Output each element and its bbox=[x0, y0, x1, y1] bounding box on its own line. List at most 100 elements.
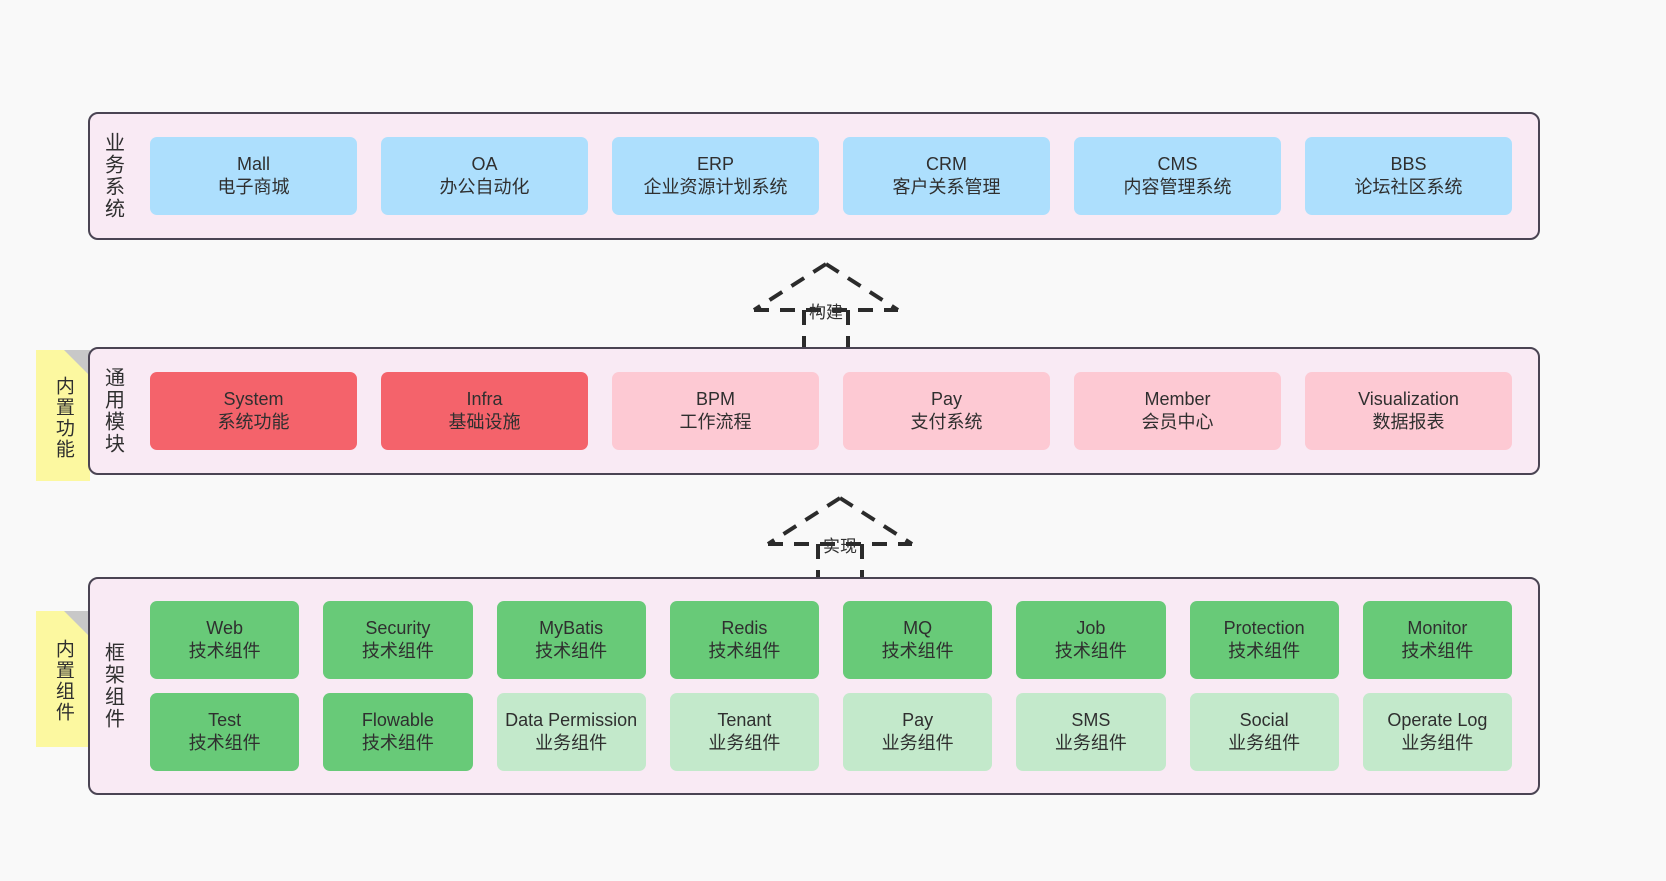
card-tenant[interactable]: Tenant 业务组件 bbox=[669, 693, 819, 771]
card-subtitle: 电子商城 bbox=[217, 177, 290, 197]
card-title: MQ bbox=[903, 617, 933, 638]
card-oa[interactable]: OA 办公自动化 bbox=[381, 137, 588, 215]
card-title: BPM bbox=[695, 388, 735, 409]
card-title: CRM bbox=[926, 153, 967, 174]
framework-row-technical: Web 技术组件 Security 技术组件 MyBatis 技术组件 Redi… bbox=[138, 601, 1524, 679]
card-mq[interactable]: MQ 技术组件 bbox=[843, 601, 993, 679]
sticky-note-builtin-components: 内置组件 bbox=[36, 611, 90, 747]
card-subtitle: 系统功能 bbox=[217, 412, 290, 432]
card-test[interactable]: Test 技术组件 bbox=[150, 693, 300, 771]
layer-business-systems: 业务系统 Mall 电子商城 OA 办公自动化 ERP 企业资源计划系统 CRM… bbox=[88, 112, 1540, 240]
card-sms[interactable]: SMS 业务组件 bbox=[1016, 693, 1166, 771]
card-subtitle: 工作流程 bbox=[679, 412, 752, 432]
connector-implement-arrow: 实现 bbox=[760, 492, 920, 584]
card-title: ERP bbox=[696, 153, 734, 174]
layer-title-framework-components: 框架组件 bbox=[101, 642, 124, 730]
card-infra[interactable]: Infra 基础设施 bbox=[381, 372, 588, 450]
card-social[interactable]: Social 业务组件 bbox=[1189, 693, 1339, 771]
card-subtitle: 支付系统 bbox=[910, 412, 983, 432]
card-cms[interactable]: CMS 内容管理系统 bbox=[1074, 137, 1281, 215]
card-bpm[interactable]: BPM 工作流程 bbox=[612, 372, 819, 450]
card-title: Security bbox=[365, 617, 431, 638]
card-redis[interactable]: Redis 技术组件 bbox=[669, 601, 819, 679]
card-title: Protection bbox=[1223, 617, 1305, 638]
card-security[interactable]: Security 技术组件 bbox=[323, 601, 473, 679]
note-fold-corner-icon bbox=[64, 350, 90, 376]
card-mybatis[interactable]: MyBatis 技术组件 bbox=[496, 601, 646, 679]
card-member[interactable]: Member 会员中心 bbox=[1074, 372, 1281, 450]
card-title: Data Permission bbox=[505, 709, 638, 730]
layer-body-common-modules: System 系统功能 Infra 基础设施 BPM 工作流程 Pay 支付系统… bbox=[134, 349, 1538, 473]
card-subtitle: 技术组件 bbox=[881, 641, 954, 661]
card-title: Test bbox=[208, 709, 242, 730]
card-subtitle: 技术组件 bbox=[188, 733, 261, 753]
card-flowable[interactable]: Flowable 技术组件 bbox=[323, 693, 473, 771]
card-title: Operate Log bbox=[1387, 709, 1488, 730]
card-operate-log[interactable]: Operate Log 业务组件 bbox=[1362, 693, 1512, 771]
connector-build-label: 构建 bbox=[809, 303, 843, 322]
card-subtitle: 技术组件 bbox=[1401, 641, 1474, 661]
card-title: Mall bbox=[236, 153, 270, 174]
card-title: System bbox=[223, 388, 284, 409]
card-subtitle: 内容管理系统 bbox=[1123, 177, 1232, 197]
card-protection[interactable]: Protection 技术组件 bbox=[1189, 601, 1339, 679]
card-pay[interactable]: Pay 支付系统 bbox=[843, 372, 1050, 450]
connector-implement-label: 实现 bbox=[823, 537, 857, 556]
card-web[interactable]: Web 技术组件 bbox=[150, 601, 300, 679]
card-title: BBS bbox=[1390, 153, 1427, 174]
card-subtitle: 业务组件 bbox=[1054, 733, 1127, 753]
card-subtitle: 技术组件 bbox=[361, 733, 434, 753]
card-title: SMS bbox=[1071, 709, 1111, 730]
layer-title-common-modules: 通用模块 bbox=[101, 367, 124, 455]
layer-body-business-systems: Mall 电子商城 OA 办公自动化 ERP 企业资源计划系统 CRM 客户关系… bbox=[134, 114, 1538, 238]
card-crm[interactable]: CRM 客户关系管理 bbox=[843, 137, 1050, 215]
build-arrow-icon bbox=[752, 262, 900, 350]
layer-framework-components: 框架组件 Web 技术组件 Security 技术组件 MyBatis 技术组件… bbox=[88, 577, 1540, 795]
card-subtitle: 业务组件 bbox=[1401, 733, 1474, 753]
sticky-note-builtin-features: 内置功能 bbox=[36, 350, 90, 481]
card-job[interactable]: Job 技术组件 bbox=[1016, 601, 1166, 679]
layer-common-modules: 通用模块 System 系统功能 Infra 基础设施 BPM 工作流程 Pay… bbox=[88, 347, 1540, 475]
layer-body-framework-components: Web 技术组件 Security 技术组件 MyBatis 技术组件 Redi… bbox=[134, 579, 1538, 793]
card-title: Social bbox=[1239, 709, 1289, 730]
card-data-permission[interactable]: Data Permission 业务组件 bbox=[496, 693, 646, 771]
framework-row-business: Test 技术组件 Flowable 技术组件 Data Permission … bbox=[138, 693, 1524, 771]
card-title: Redis bbox=[721, 617, 768, 638]
card-mall[interactable]: Mall 电子商城 bbox=[150, 137, 357, 215]
card-subtitle: 业务组件 bbox=[535, 733, 608, 753]
card-subtitle: 技术组件 bbox=[708, 641, 781, 661]
card-erp[interactable]: ERP 企业资源计划系统 bbox=[612, 137, 819, 215]
card-subtitle: 技术组件 bbox=[1054, 641, 1127, 661]
card-subtitle: 技术组件 bbox=[1228, 641, 1301, 661]
card-system[interactable]: System 系统功能 bbox=[150, 372, 357, 450]
sticky-note-label: 内置组件 bbox=[52, 639, 74, 723]
card-title: Visualization bbox=[1358, 388, 1459, 409]
card-title: Monitor bbox=[1407, 617, 1468, 638]
card-subtitle: 办公自动化 bbox=[439, 177, 530, 197]
note-fold-corner-icon bbox=[64, 611, 90, 637]
card-title: Infra bbox=[466, 388, 503, 409]
card-subtitle: 技术组件 bbox=[535, 641, 608, 661]
connector-build-arrow: 构建 bbox=[746, 258, 906, 350]
card-visualization[interactable]: Visualization 数据报表 bbox=[1305, 372, 1512, 450]
card-subtitle: 业务组件 bbox=[881, 733, 954, 753]
card-pay-business[interactable]: Pay 业务组件 bbox=[843, 693, 993, 771]
card-title: MyBatis bbox=[539, 617, 604, 638]
card-title: OA bbox=[471, 153, 498, 174]
card-title: CMS bbox=[1157, 153, 1198, 174]
card-subtitle: 客户关系管理 bbox=[892, 177, 1001, 197]
card-subtitle: 论坛社区系统 bbox=[1354, 177, 1463, 197]
card-monitor[interactable]: Monitor 技术组件 bbox=[1362, 601, 1512, 679]
card-bbs[interactable]: BBS 论坛社区系统 bbox=[1305, 137, 1512, 215]
card-subtitle: 技术组件 bbox=[188, 641, 261, 661]
card-subtitle: 业务组件 bbox=[1228, 733, 1301, 753]
sticky-note-label: 内置功能 bbox=[52, 375, 74, 460]
card-title: Member bbox=[1144, 388, 1211, 409]
card-subtitle: 会员中心 bbox=[1141, 412, 1214, 432]
card-subtitle: 基础设施 bbox=[448, 412, 521, 432]
card-title: Tenant bbox=[717, 709, 772, 730]
layer-title-business-systems: 业务系统 bbox=[101, 132, 124, 220]
card-subtitle: 企业资源计划系统 bbox=[643, 177, 788, 197]
card-subtitle: 业务组件 bbox=[708, 733, 781, 753]
